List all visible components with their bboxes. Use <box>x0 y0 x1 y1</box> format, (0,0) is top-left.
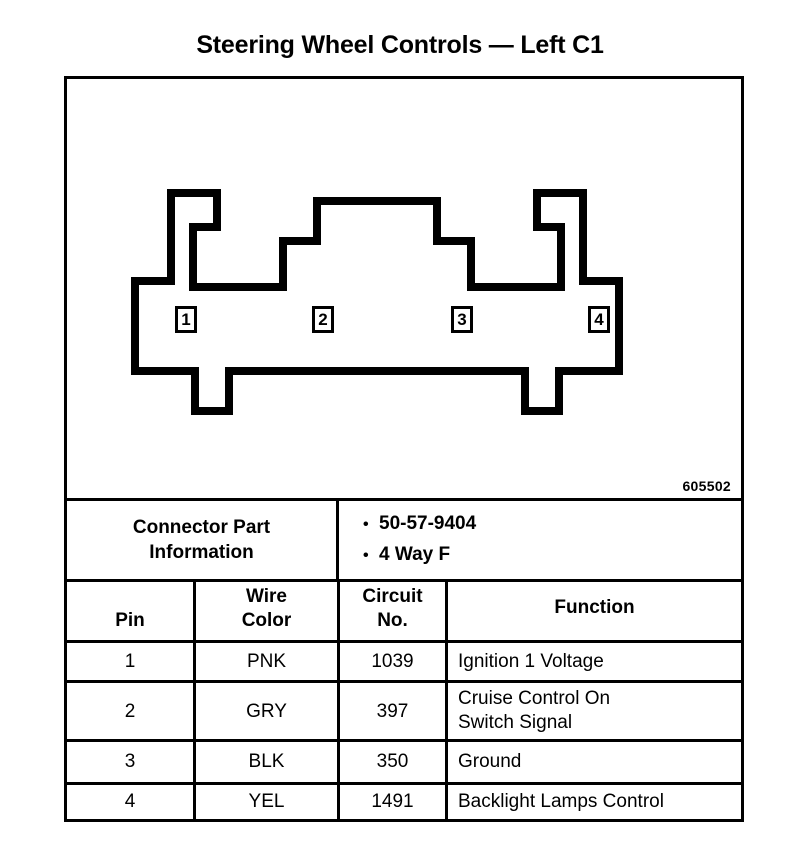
table-row: 4 YEL 1491 Backlight Lamps Control <box>67 784 741 819</box>
cpi-bullet-item: • 50-57-9404 <box>363 509 741 540</box>
row-circuit-no-value: 1491 <box>371 791 414 813</box>
cpi-way-count: 4 Way F <box>379 544 451 565</box>
pin-box-4: 4 <box>588 306 610 333</box>
row-pin-value: 3 <box>124 751 136 773</box>
row-wire-color-value: YEL <box>248 791 285 813</box>
row-circuit-no: 350 <box>340 741 448 782</box>
pin-box-3-label: 3 <box>457 310 467 329</box>
row-circuit-no: 397 <box>340 683 448 739</box>
row-circuit-no-value: 397 <box>376 700 409 722</box>
cpi-label-line2: Information <box>149 542 254 563</box>
header-function-label: Function <box>554 596 635 618</box>
row-wire-color-value: GRY <box>246 700 287 722</box>
header-pin-label: Pin <box>115 610 145 632</box>
connector-part-information-row: Connector Part Information • 50-57-9404 •… <box>67 501 741 582</box>
row-wire-color: YEL <box>196 784 340 819</box>
row-function: Ground <box>448 742 741 782</box>
row-circuit-no: 1491 <box>340 784 448 819</box>
row-function-line1: Ground <box>458 750 522 772</box>
header-circuit-no-line2: No. <box>377 610 408 632</box>
header-pin: Pin <box>67 582 196 641</box>
row-pin: 2 <box>67 683 196 739</box>
pin-box-3: 3 <box>451 306 473 333</box>
cpi-part-number: 50-57-9404 <box>379 513 477 534</box>
row-pin-value: 1 <box>124 651 136 673</box>
bullet-icon: • <box>363 516 369 533</box>
cpi-bullet-item: • 4 Way F <box>363 540 741 571</box>
connector-outline-icon <box>131 189 623 415</box>
pin-box-4-label: 4 <box>594 310 604 329</box>
table-header-row: Pin Wire Color Circuit No. Function <box>67 582 741 644</box>
connector-diagram-area: 1 2 3 4 605502 <box>67 79 741 501</box>
row-circuit-no-value: 350 <box>376 751 409 773</box>
row-function-line2: Switch Signal <box>458 712 573 734</box>
row-wire-color: BLK <box>196 741 340 782</box>
row-function-line1: Cruise Control On <box>458 688 611 710</box>
pin-box-1: 1 <box>175 306 197 333</box>
pin-box-1-label: 1 <box>181 310 191 329</box>
connector-part-information-label: Connector Part Information <box>67 501 339 579</box>
row-function: Ignition 1 Voltage <box>448 643 741 680</box>
row-function-line1: Ignition 1 Voltage <box>458 650 604 672</box>
connector-part-information-values: • 50-57-9404 • 4 Way F <box>339 501 741 579</box>
table-row: 1 PNK 1039 Ignition 1 Voltage <box>67 643 741 684</box>
diagram-sheet: 1 2 3 4 605502 Connector Part Informatio… <box>64 76 744 822</box>
header-wire-color: Wire Color <box>196 582 340 641</box>
row-wire-color-value: BLK <box>248 751 285 773</box>
pin-box-2-label: 2 <box>318 310 328 329</box>
row-wire-color: GRY <box>196 683 340 739</box>
header-wire-color-line2: Color <box>241 610 292 632</box>
row-circuit-no: 1039 <box>340 643 448 681</box>
reference-number: 605502 <box>682 478 731 494</box>
row-wire-color-value: PNK <box>246 651 287 673</box>
row-pin: 3 <box>67 741 196 782</box>
pin-table: Pin Wire Color Circuit No. Function 1 PN… <box>67 582 741 819</box>
row-function: Backlight Lamps Control <box>448 785 741 819</box>
header-function: Function <box>448 582 741 640</box>
table-row: 2 GRY 397 Cruise Control On Switch Signa… <box>67 683 741 742</box>
row-function: Cruise Control On Switch Signal <box>448 683 741 739</box>
row-wire-color: PNK <box>196 643 340 681</box>
row-circuit-no-value: 1039 <box>371 651 414 673</box>
row-pin: 4 <box>67 784 196 819</box>
row-pin: 1 <box>67 643 196 681</box>
header-circuit-no-line1: Circuit <box>362 586 423 608</box>
bullet-icon: • <box>363 547 369 564</box>
row-pin-value: 4 <box>124 791 136 813</box>
cpi-label-line1: Connector Part <box>132 517 271 538</box>
header-wire-color-line1: Wire <box>245 586 287 608</box>
header-circuit-no: Circuit No. <box>340 582 448 641</box>
row-function-line1: Backlight Lamps Control <box>458 790 664 812</box>
table-row: 3 BLK 350 Ground <box>67 741 741 785</box>
pin-box-2: 2 <box>312 306 334 333</box>
row-pin-value: 2 <box>124 700 136 722</box>
page-title: Steering Wheel Controls — Left C1 <box>196 31 604 59</box>
